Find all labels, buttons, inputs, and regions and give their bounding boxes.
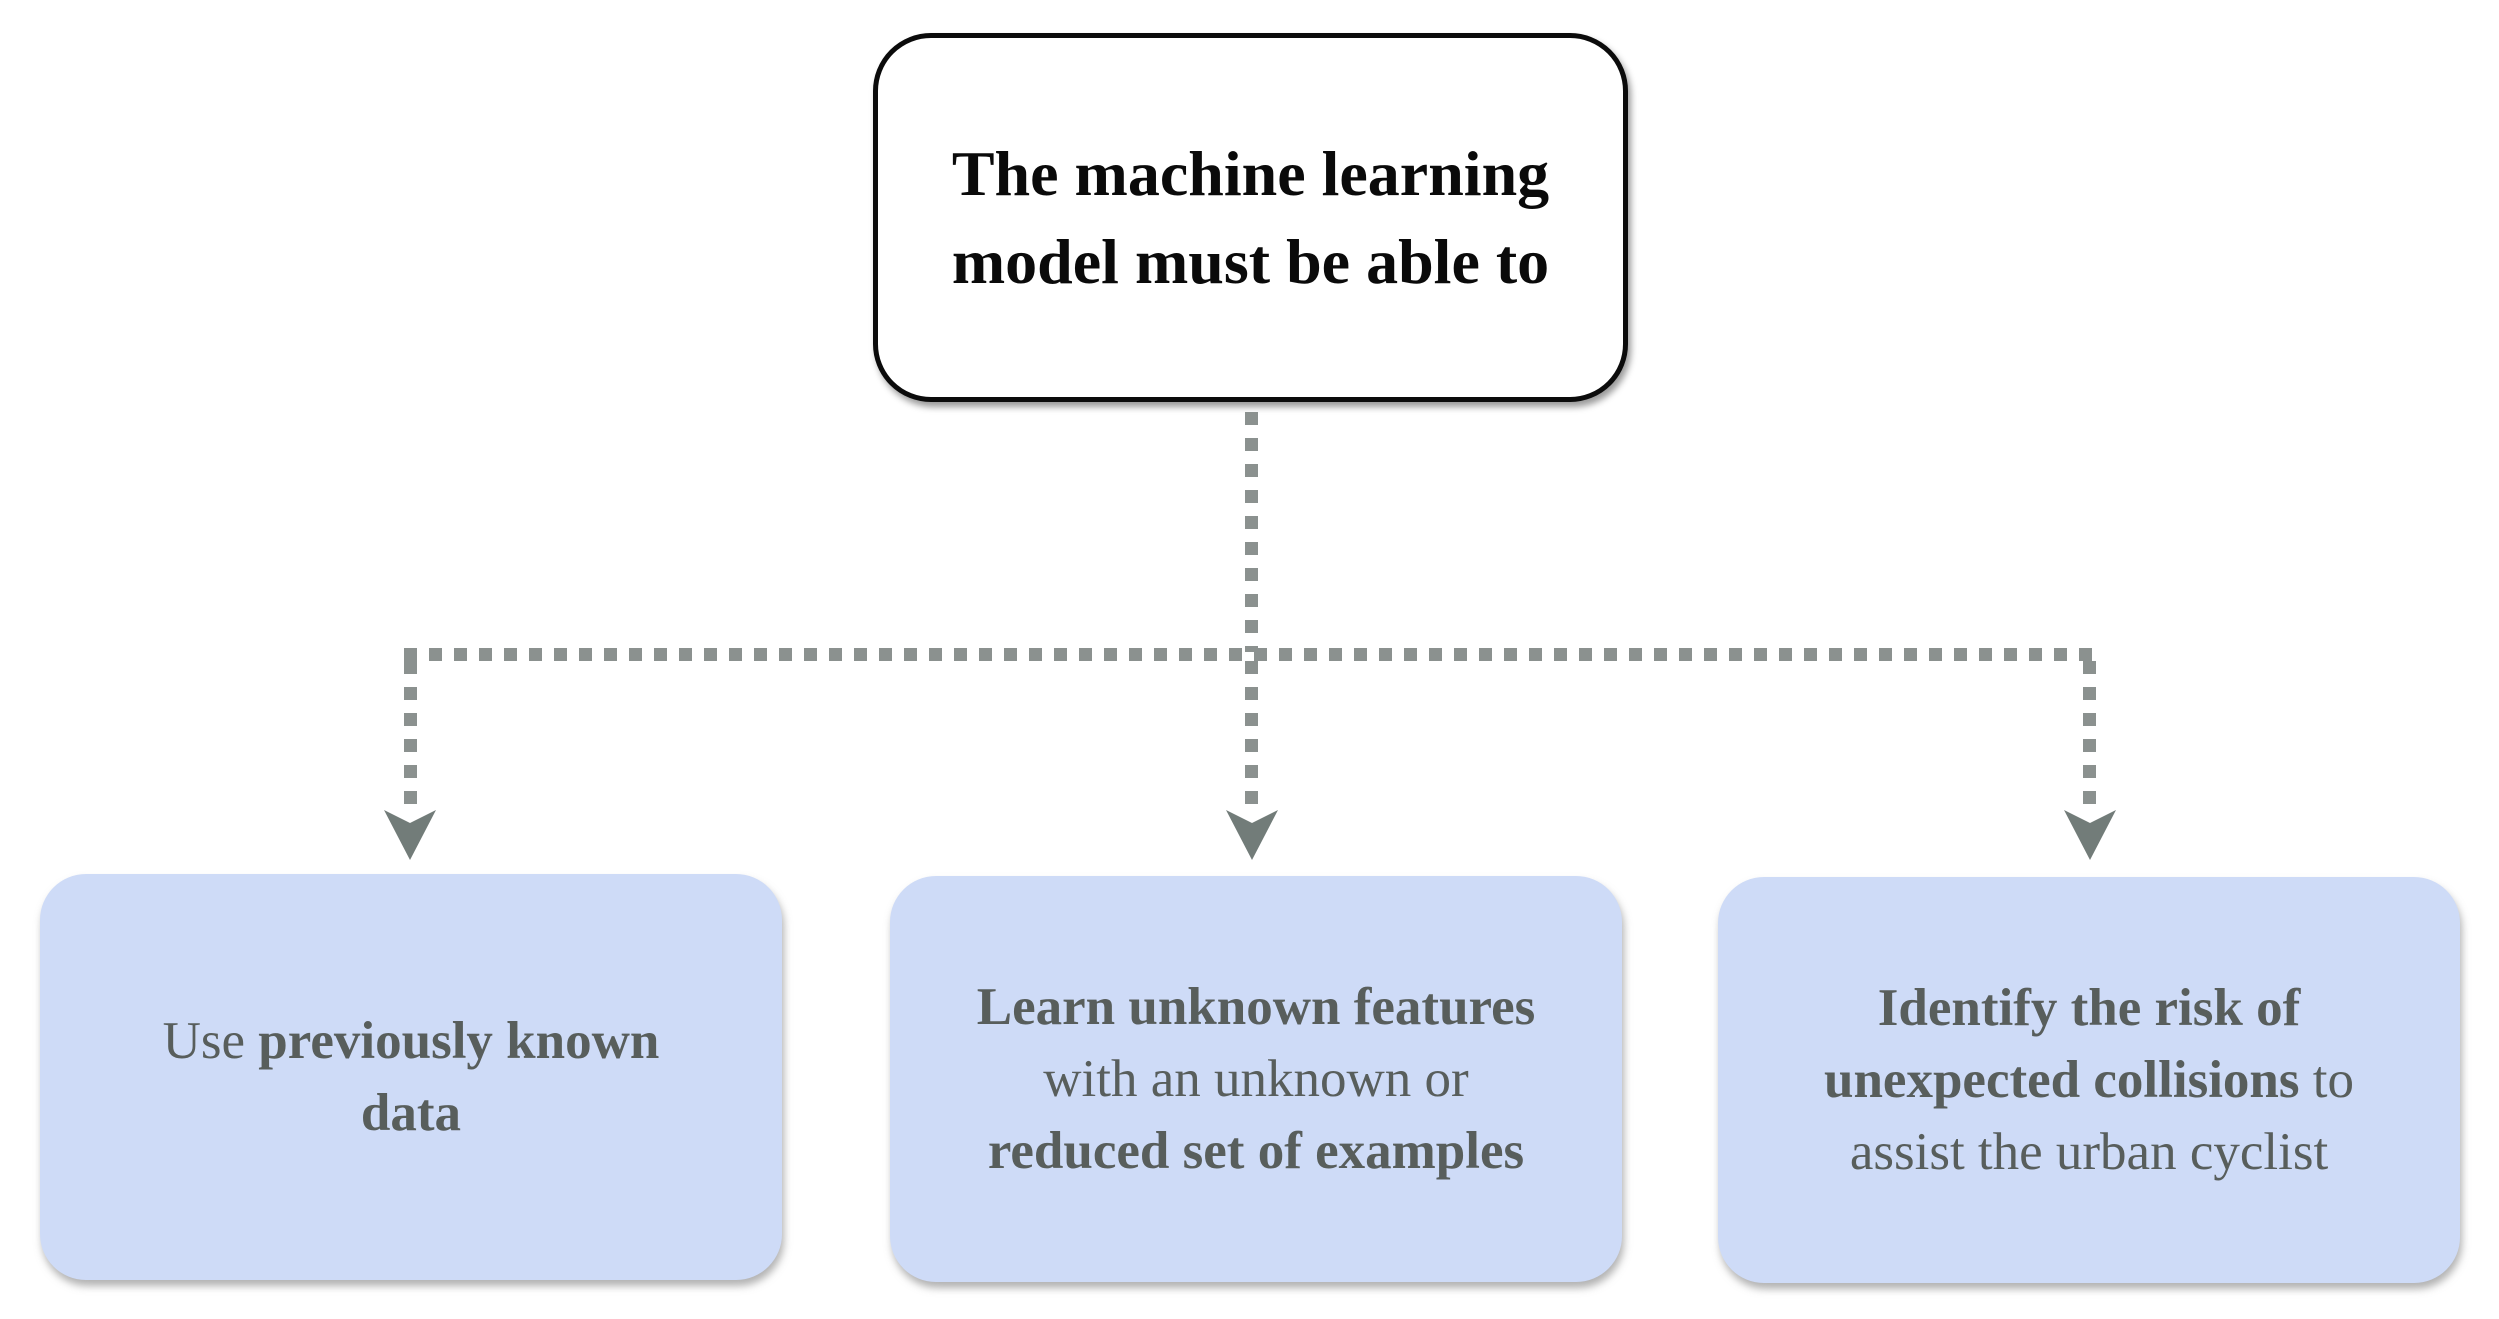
- root-node-box: The machine learning model must be able …: [873, 33, 1628, 402]
- leaf-text-segment: previously known: [258, 1012, 660, 1070]
- connector-center-drop: [1245, 661, 1258, 813]
- leaf-text-line: data: [361, 1077, 461, 1149]
- leaf-node-use-previously-known-data: Use previously known data: [40, 874, 782, 1280]
- leaf-text-segment: to: [2299, 1051, 2355, 1109]
- leaf-text-segment: Use: [162, 1012, 259, 1070]
- connector-left-drop: [404, 661, 417, 813]
- leaf-text-line: Use previously known: [163, 1005, 660, 1077]
- leaf-text-segment: reduced set of examples: [987, 1122, 1525, 1180]
- leaf-text-segment: with an unknown or: [1043, 1050, 1469, 1108]
- connector-root-vertical: [1245, 412, 1258, 652]
- root-node-text-line-2: model must be able to: [951, 225, 1550, 297]
- leaf-text-line: Identify the risk of: [1878, 972, 2301, 1044]
- leaf-text-segment: Identify the risk of: [1877, 979, 2301, 1037]
- leaf-text-segment: data: [360, 1084, 462, 1142]
- leaf-text-line: unexpected collisions to: [1824, 1044, 2354, 1116]
- arrow-down-icon: [1226, 810, 1278, 860]
- arrow-down-icon: [384, 810, 436, 860]
- leaf-text-segment: unexpected collisions: [1823, 1051, 2300, 1109]
- leaf-node-identify-collision-risk: Identify the risk of unexpected collisio…: [1718, 877, 2460, 1283]
- leaf-node-learn-unknown-features: Learn unknown features with an unknown o…: [890, 876, 1622, 1282]
- root-node-text-line-1: The machine learning: [951, 137, 1550, 209]
- leaf-text-line: reduced set of examples: [988, 1115, 1524, 1187]
- arrow-down-icon: [2064, 810, 2116, 860]
- leaf-text-segment: Learn unknown features: [976, 978, 1536, 1036]
- connector-branch-horizontal: [404, 648, 2096, 661]
- leaf-text-segment: assist the urban cyclist: [1849, 1123, 2329, 1181]
- leaf-text-line: Learn unknown features: [977, 971, 1536, 1043]
- leaf-text-line: with an unknown or: [1043, 1043, 1468, 1115]
- connector-right-drop: [2083, 661, 2096, 813]
- leaf-text-line: assist the urban cyclist: [1850, 1116, 2328, 1188]
